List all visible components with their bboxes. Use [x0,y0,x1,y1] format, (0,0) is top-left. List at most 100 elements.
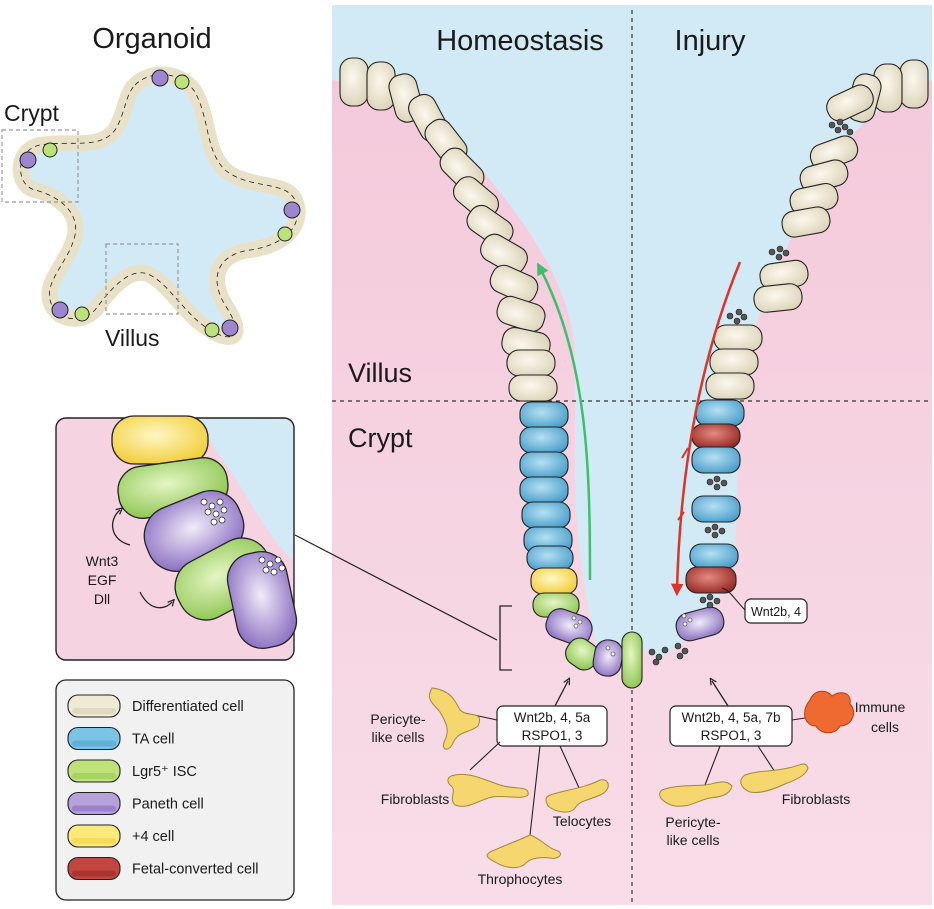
homeostasis-telocytes-label: Telocytes [553,813,611,829]
inset-signal-wnt3: Wnt3 [86,553,119,569]
legend-swatch [67,759,121,783]
ta-cell [519,401,569,429]
differentiated-cell [339,57,369,107]
inset-signal-arrow-down [139,591,172,609]
inset-signal-dll: Dll [94,591,110,607]
villus-region-label: Villus [348,358,412,388]
injury-factor-line-2: RSPO1, 3 [701,728,762,743]
injury-factor-line-1: Wnt2b, 4, 5a, 7b [681,710,780,725]
injury-pericyte-stromal-cell [659,781,733,807]
paneth-granule [610,651,616,657]
ta-cell [695,399,745,427]
homeostasis-factor-box [496,705,608,747]
organoid-villus-label: Villus [105,325,160,351]
homeostasis-title: Homeostasis [436,25,604,57]
organoid-paneth-cell [221,319,239,337]
paneth-granule [687,617,693,623]
differentiated-cell [899,59,929,109]
differentiated-cell [713,324,763,352]
telocyte-stromal-cell [545,779,609,813]
plus4-cell [530,567,578,595]
differentiated-cell [709,348,759,376]
organoid-isc-cell [204,322,220,338]
organoid-villus-box [105,243,179,315]
apoptotic-debris [648,118,854,666]
fetal-converted-cell [685,566,737,594]
differentiated-cell [781,206,831,238]
legend-label: Differentiated cell [132,699,244,715]
ta-cell [519,451,569,479]
legend-swatch [67,791,121,816]
paneth-granule [571,615,577,621]
legend-swatch-shade [72,773,116,779]
organoid-paneth-cell [19,151,37,169]
immune-cell [804,690,855,734]
differentiated-cell [826,84,874,122]
isc-cell [621,631,643,689]
injury-fibroblast-stromal-cell [740,763,809,793]
paneth-granule [573,623,579,629]
inset-paneth-granules [200,498,286,576]
injury-dedifferentiation-arrow [670,261,742,597]
ta-cell [519,476,569,504]
injury-arrow-tick [681,447,689,459]
injury-niche: Wnt2b, 4, 5a, 7b RSPO1, 3 Wnt2b, 4 Immun… [659,587,906,848]
homeostasis-factor-line-2: RSPO1, 3 [522,728,583,743]
fibroblast-stromal-cell [447,773,529,807]
homeostasis-trophocytes-label: Throphocytes [478,871,563,887]
paneth-granule [577,619,583,625]
fetal-converted-cell [691,423,741,449]
crypt-region-label: Crypt [348,423,413,453]
injury-arrow-tick [677,511,685,521]
homeostasis-pericyte-label-2: like cells [372,729,425,745]
differentiated-cell [705,372,755,400]
crypt-bracket [499,605,512,671]
ta-cell [519,426,569,454]
injury-pericyte-label-2: like cells [667,832,720,848]
organoid-isc-cell [277,226,293,242]
organoid-isc-cell [74,306,90,322]
ta-cell [521,501,571,529]
inset-lumen [200,419,293,560]
injury-immune-label-1: Immune [855,699,906,715]
injury-title: Injury [675,25,746,57]
injury-pericyte-label-1: Pericyte- [665,814,721,830]
injury-fibroblasts-label: Fibroblasts [782,791,850,807]
paneth-cell [545,608,593,646]
homeostasis-fibroblasts-label: Fibroblasts [381,791,449,807]
homeostasis-lumen [332,5,632,660]
organoid-paneth-cell [283,201,301,219]
differentiated-cell [506,349,556,377]
legend-swatch-shade [72,870,116,877]
organoid-title: Organoid [92,23,211,55]
legend-swatch [67,824,121,848]
homeostasis-factor-line-1: Wnt2b, 4, 5a [514,710,591,725]
paneth-granule [682,621,688,627]
organoid-isc-cell [42,142,58,158]
paneth-cell [675,606,725,642]
inset-panel: Wnt3 EGF Dll [55,415,498,661]
legend-label: Paneth cell [132,797,204,813]
injury-factor-box [669,705,793,747]
differentiated-cell [480,233,528,275]
organoid-isc-cell [174,74,190,90]
legend-label: TA cell [132,732,174,748]
ta-cell [689,543,739,569]
legend-swatch-shade [72,740,116,747]
inset-signal-arrow-up [111,510,131,546]
homeostasis-epithelium [339,57,643,689]
legend-label: Fetal-converted cell [132,862,259,878]
differentiated-cell [753,283,803,313]
organoid-crypt-box [1,129,79,203]
trophocyte-stromal-cell [486,834,561,869]
inset-paneth-cell [226,550,298,650]
legend-swatch [67,694,121,718]
injury-crypt-factor-pointer [721,587,746,611]
inset-connector [294,534,498,641]
differentiated-cell [508,374,558,402]
homeostasis-migration-arrow [537,262,592,581]
legend-swatch [67,856,121,881]
legend-swatch-shade [72,708,116,714]
